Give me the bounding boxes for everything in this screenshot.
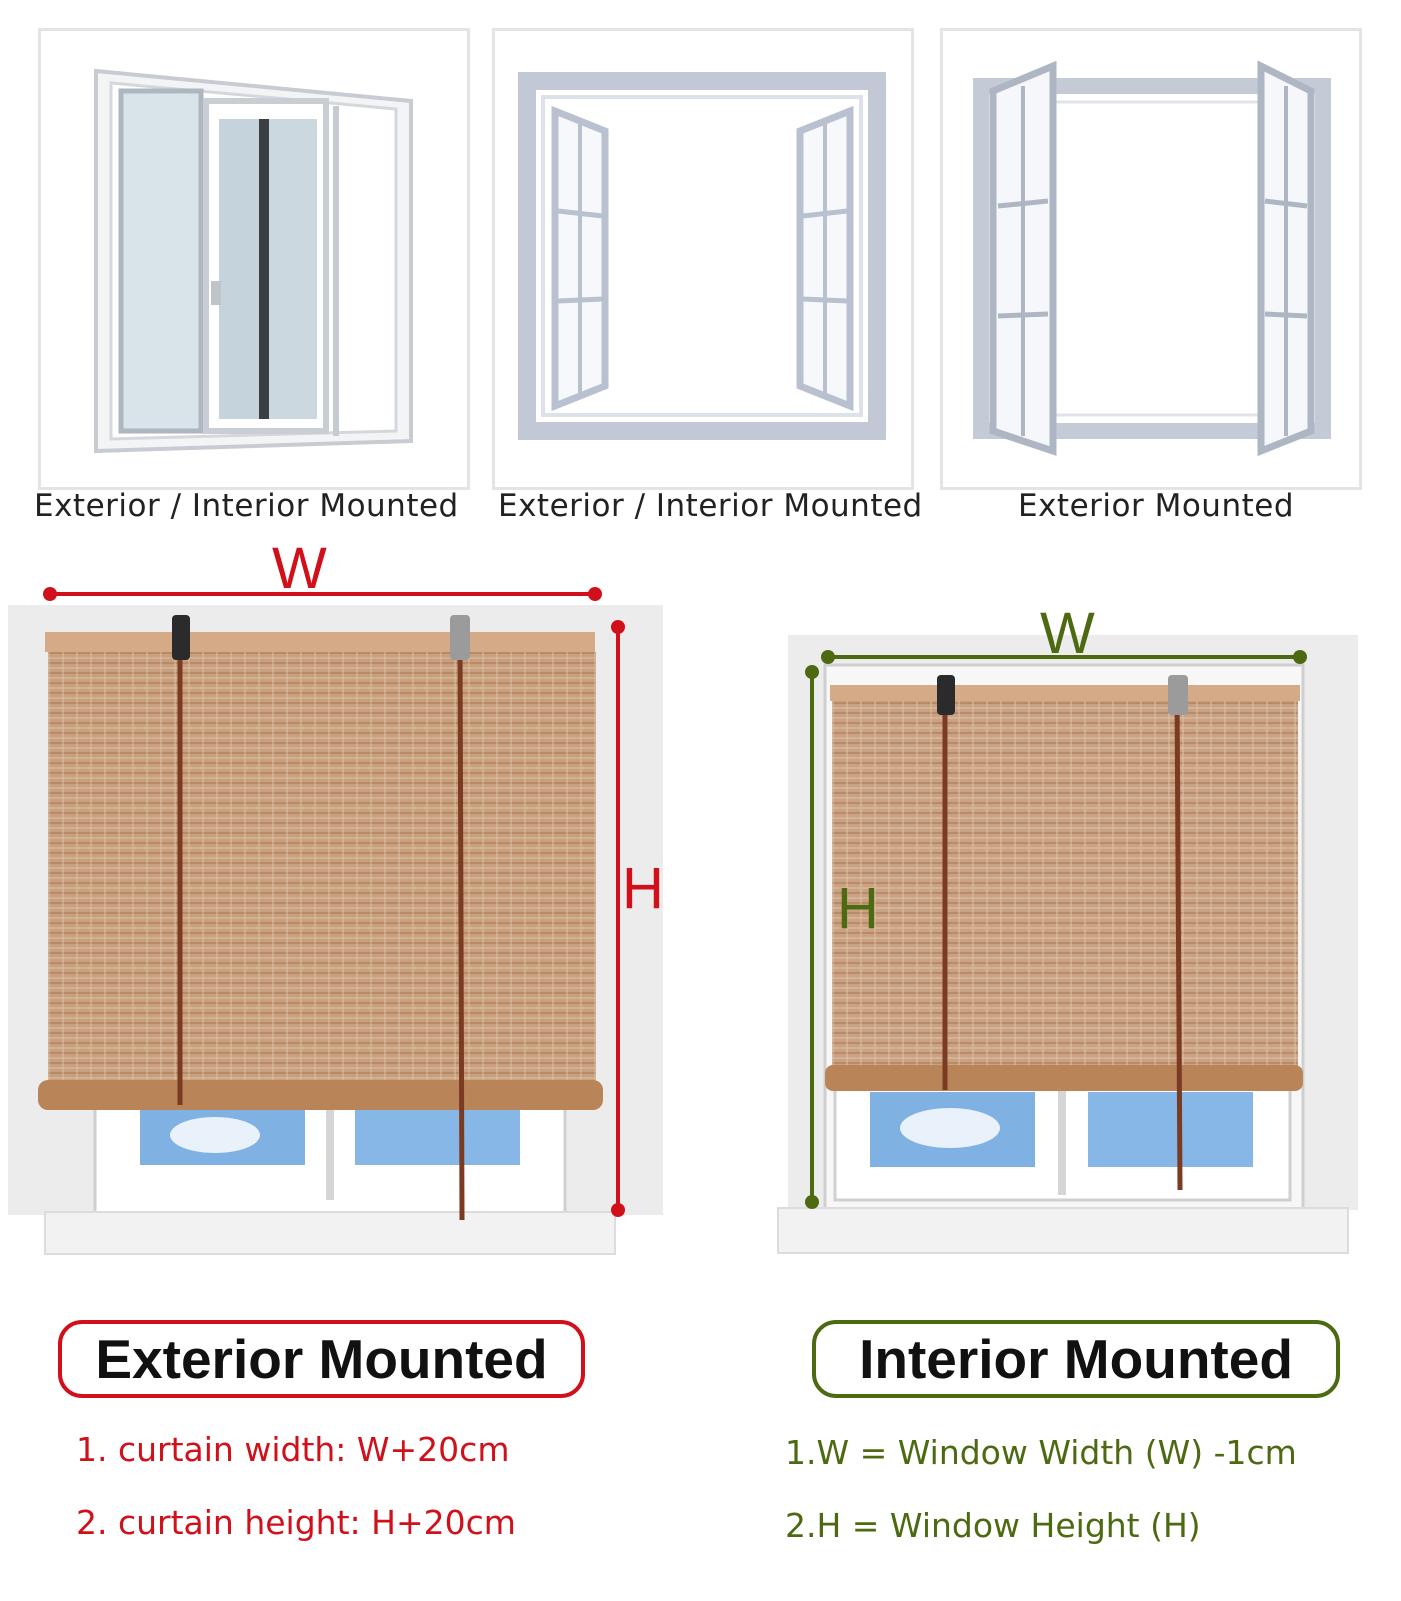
- window-panel-sliding: [38, 28, 470, 490]
- window-caption-3: Exterior Mounted: [1018, 488, 1294, 524]
- casement-window-illustration: [518, 72, 886, 440]
- exterior-width-label: W: [272, 536, 327, 601]
- interior-width-label: W: [1040, 601, 1095, 666]
- interior-mounted-title: Interior Mounted: [812, 1320, 1340, 1398]
- window-caption-2: Exterior / Interior Mounted: [498, 488, 923, 524]
- interior-note-height: 2.H = Window Height (H): [785, 1506, 1201, 1545]
- exterior-height-label: H: [622, 856, 664, 921]
- window-panel-casement-outward: [940, 28, 1362, 490]
- interior-height-label: H: [837, 876, 879, 941]
- interior-note-width: 1.W = Window Width (W) -1cm: [785, 1433, 1297, 1472]
- interior-mount-illustration: [777, 635, 1358, 1254]
- exterior-note-width: 1. curtain width: W+20cm: [76, 1430, 510, 1469]
- exterior-mounted-title: Exterior Mounted: [58, 1320, 585, 1398]
- outward-casement-illustration: [973, 60, 1331, 457]
- exterior-note-height: 2. curtain height: H+20cm: [76, 1503, 516, 1542]
- window-panel-casement-inward: [492, 28, 914, 490]
- exterior-mount-illustration: [8, 587, 663, 1255]
- window-caption-1: Exterior / Interior Mounted: [34, 488, 459, 524]
- sliding-window-illustration: [94, 68, 413, 454]
